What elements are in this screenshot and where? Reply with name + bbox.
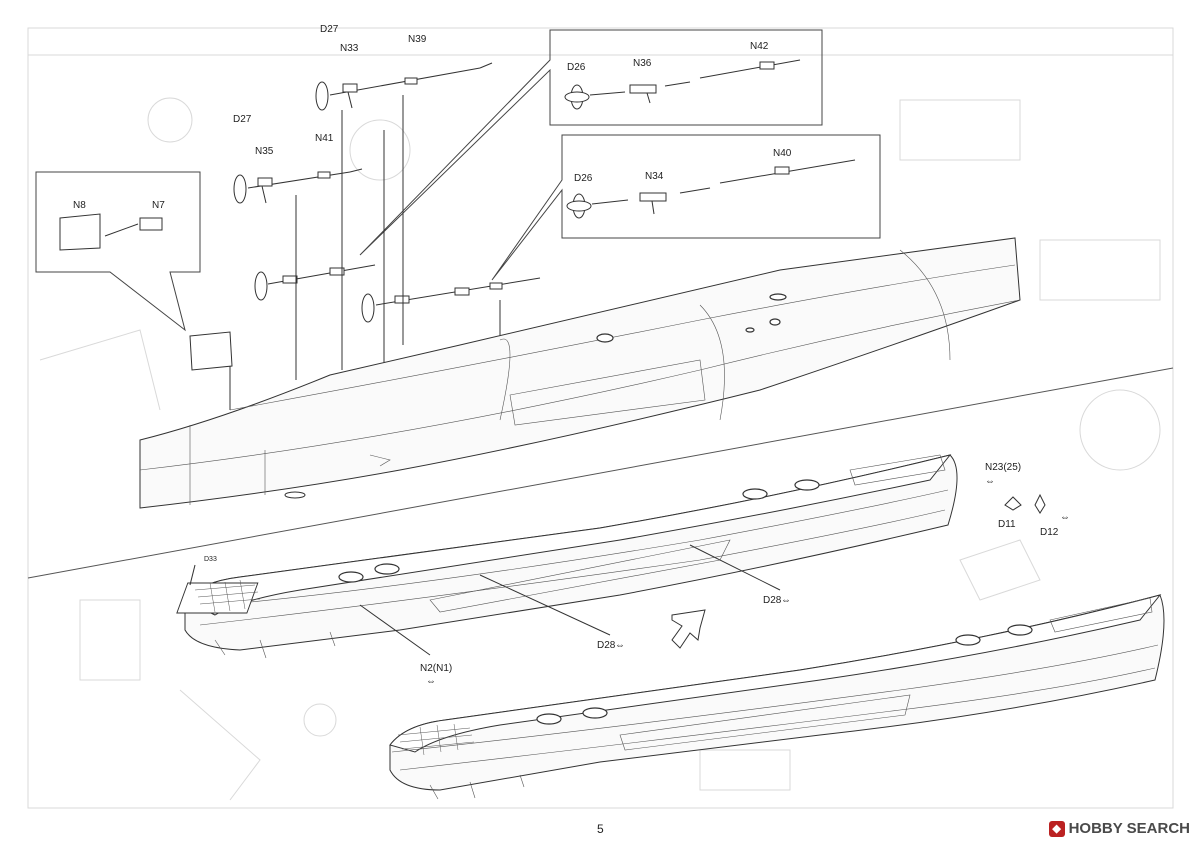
label-d11: D11: [998, 519, 1016, 530]
label-d28-b: D28: [597, 640, 616, 651]
propeller-d26-icon-2: [566, 193, 592, 219]
part-label-n39: N39: [408, 34, 427, 45]
deck-grating: [176, 582, 259, 614]
grating-lines: [194, 579, 261, 613]
part-label-n40: N40: [773, 148, 792, 159]
label-d12: D12: [1040, 527, 1059, 538]
part-label-d26-top: D26: [567, 62, 586, 73]
label-n23: N23(25): [985, 462, 1021, 473]
callout-rudder: N8 N7: [35, 171, 201, 332]
rudder-n8-shape: [59, 213, 101, 251]
part-label-n42: N42: [750, 41, 769, 52]
part-label-d26-bottom: D26: [574, 173, 593, 184]
swap-icon-d28-b: ⇔: [615, 640, 625, 651]
label-n2: N2(N1): [420, 663, 452, 674]
watermark-text: HOBBY SEARCH: [1068, 820, 1190, 837]
upper-hull-underside: [139, 237, 1021, 509]
callout-shaft-top: D26 N36 N42: [359, 29, 823, 256]
middle-hull-deck: N23(25) ⇔ D11 D12 ⇔ D33 D28 ⇔ D28 ⇔ N2(N…: [176, 454, 1070, 687]
part-label-n7: N7: [152, 200, 165, 211]
part-d11-shape: [1004, 496, 1022, 511]
part-label-n8: N8: [73, 200, 86, 211]
lower-hull-completed: [389, 594, 1165, 800]
hobbysearch-logo-icon: ◆: [1048, 820, 1065, 837]
part-label-n34: N34: [645, 171, 664, 182]
part-d12-shape: [1034, 493, 1046, 514]
swap-icon-n23: ⇔: [985, 476, 995, 487]
rudder-n7-shape: [139, 217, 163, 231]
exploded-shafts: D27 N33 N39 D27 N35 N41: [229, 24, 541, 410]
rudder-part-floating: [189, 331, 233, 371]
propeller-d26-icon: [564, 84, 590, 110]
result-arrow-icon: [671, 609, 706, 649]
part-label-n35: N35: [255, 146, 274, 157]
part-label-d27-b: D27: [233, 114, 252, 125]
part-label-d27-a: D27: [320, 24, 339, 35]
bleed-through-ghost: [27, 27, 1174, 809]
part-label-n36: N36: [633, 58, 652, 69]
part-label-n41: N41: [315, 133, 334, 144]
callout-shaft-bottom: D26 N34 N40: [491, 134, 881, 281]
section-divider: [27, 367, 1174, 579]
swap-icon-n2: ⇔: [426, 676, 436, 687]
label-d28-a: D28: [763, 595, 782, 606]
page-number: 5: [597, 822, 604, 836]
grating-lines-lower: [397, 723, 475, 756]
swap-icon-d28-a: ⇔: [781, 595, 791, 606]
part-label-n33: N33: [340, 43, 359, 54]
label-d33: D33: [204, 556, 217, 563]
watermark: ◆ HOBBY SEARCH: [1048, 820, 1190, 837]
swap-icon-d12: ⇔: [1060, 512, 1070, 523]
